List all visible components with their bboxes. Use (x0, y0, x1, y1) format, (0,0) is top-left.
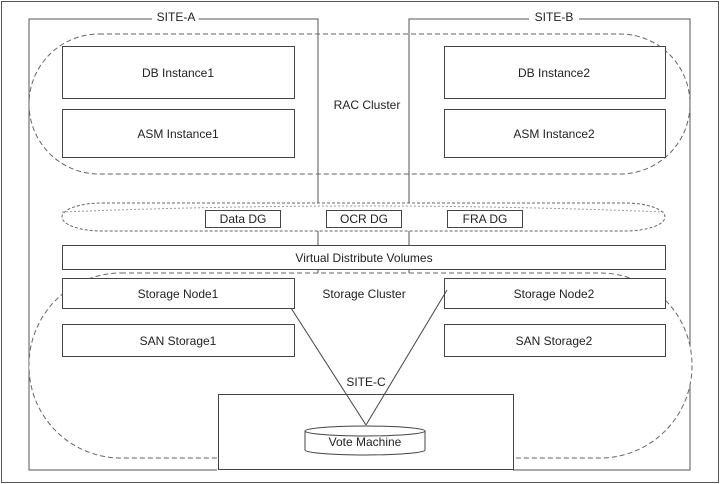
site-b-boundary (513, 18, 691, 471)
virtual-volumes-label: Virtual Distribute Volumes (295, 251, 433, 265)
disk-group-band-top (61, 205, 666, 213)
rac-cluster-boundary (28, 33, 691, 175)
storage-node2-label: Storage Node2 (513, 287, 595, 301)
san-storage2-box (444, 324, 666, 357)
site-a-boundary (28, 18, 217, 471)
db-instance2-label: DB Instance2 (517, 66, 591, 80)
asm-instance2-label: ASM Instance2 (513, 127, 595, 141)
vote-machine-cylinder (304, 425, 426, 456)
data-dg-label: Data DG (219, 212, 267, 226)
vote-link-left (290, 307, 367, 426)
storage-cluster-label: Storage Cluster (322, 287, 406, 301)
vote-machine-label: Vote Machine (328, 435, 402, 449)
san-storage1-label: SAN Storage1 (139, 334, 217, 348)
db-instance1-box (62, 46, 295, 99)
data-dg-box (205, 210, 281, 228)
site-a-label: SITE-A (153, 11, 199, 23)
san-storage1-box (62, 324, 295, 357)
storage-node2-box (444, 278, 666, 309)
virtual-volumes-box (62, 245, 666, 270)
site-b-label: SITE-B (531, 11, 577, 23)
ocr-dg-box (326, 210, 402, 228)
site-c-label: SITE-C (346, 375, 386, 389)
asm-instance1-label: ASM Instance1 (137, 127, 219, 141)
fra-dg-box (447, 210, 523, 228)
rac-cluster-label: RAC Cluster (333, 98, 401, 112)
vote-link-right (365, 289, 448, 426)
db-instance2-box (444, 46, 666, 99)
ocr-dg-label: OCR DG (340, 212, 388, 226)
storage-node1-box (62, 278, 295, 309)
asm-instance2-box (444, 109, 666, 158)
db-instance1-label: DB Instance1 (141, 66, 215, 80)
san-storage2-label: SAN Storage2 (515, 334, 593, 348)
fra-dg-label: FRA DG (462, 212, 508, 226)
storage-node1-label: Storage Node1 (137, 287, 219, 301)
asm-instance1-box (62, 109, 295, 158)
